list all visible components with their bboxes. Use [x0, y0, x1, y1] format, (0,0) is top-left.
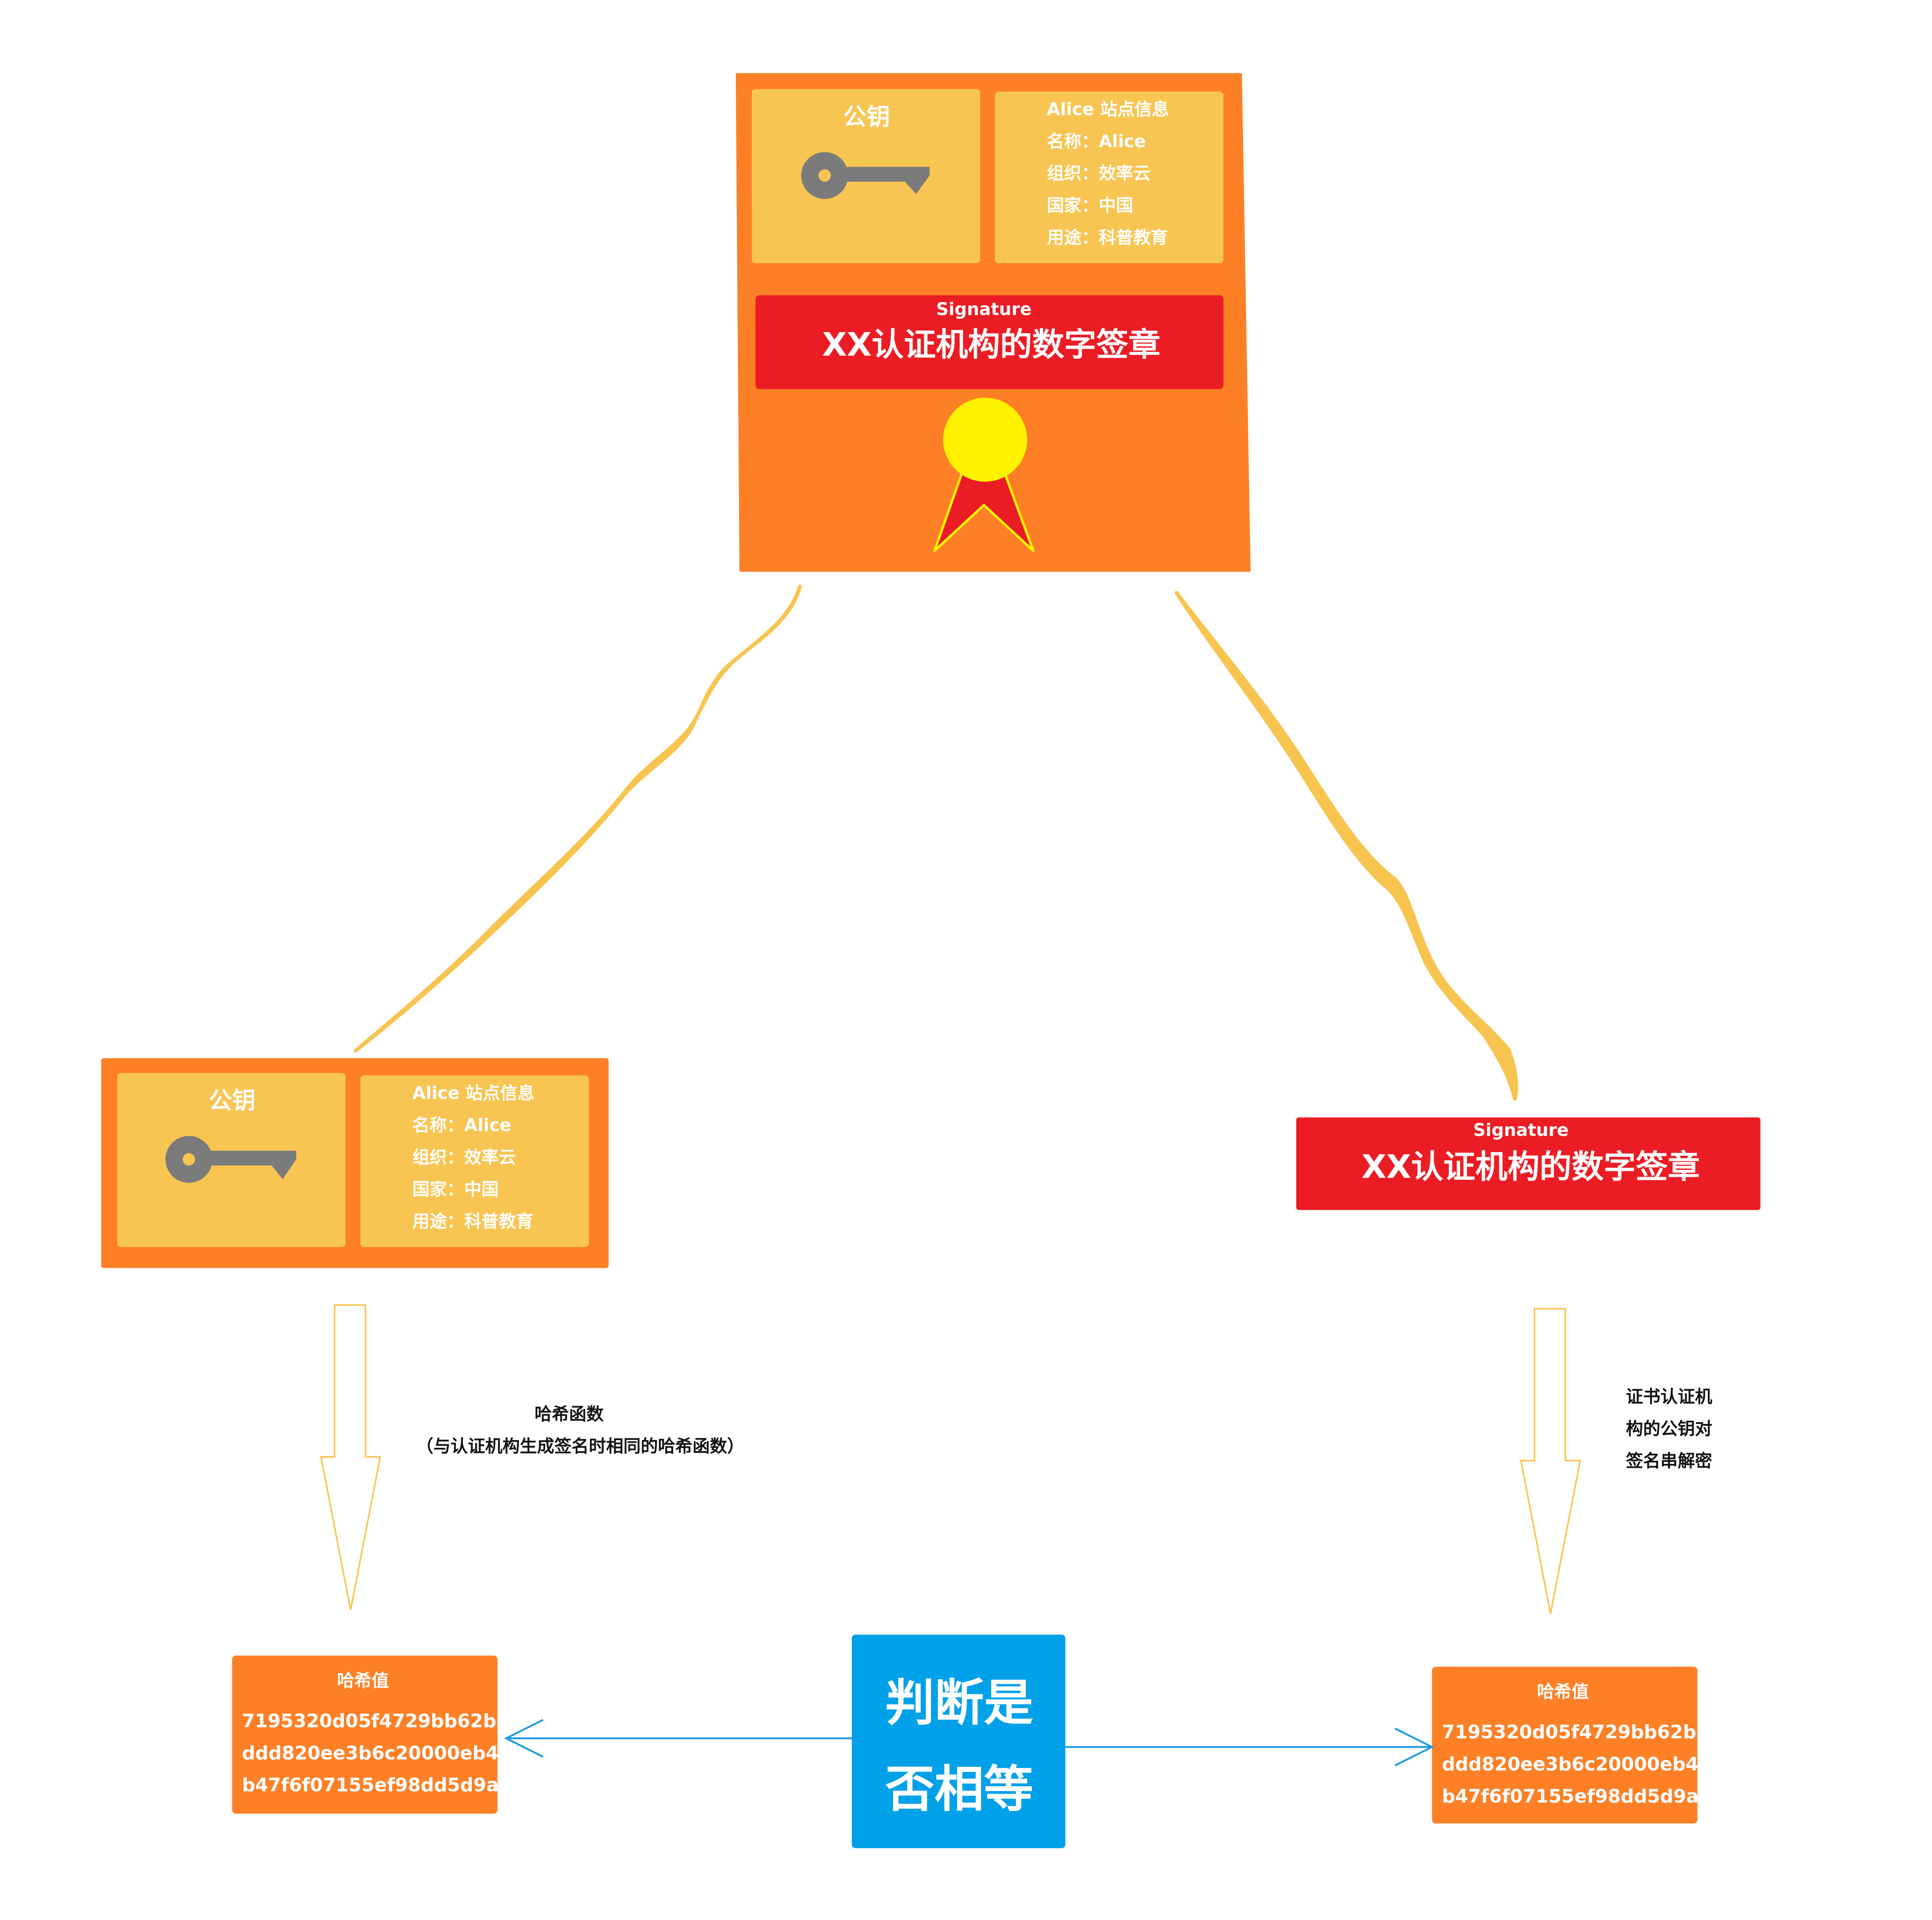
left-info-card: 公钥 Alice 站点信息 名称：Alice 组织：效率云 国家：中国 用途：科…	[101, 1058, 609, 1268]
site-info-org: 组织：效率云	[1047, 163, 1151, 183]
left-site-info-purpose: 用途：科普教育	[412, 1211, 533, 1232]
signature-banner: Signature XX认证机构的数字签章	[755, 295, 1224, 389]
key-icon	[801, 152, 930, 199]
decrypt-label-line-1: 证书认证机	[1626, 1387, 1712, 1407]
right-hash-line-3: b47f6f07155ef98dd5d9a	[1442, 1786, 1699, 1807]
left-key-icon	[165, 1135, 297, 1183]
right-hash-box: 哈希值 7195320d05f4729bb62b6f ddd820ee3b6c2…	[1432, 1666, 1718, 1824]
right-branch-stroke	[1174, 591, 1518, 1101]
signature-text: XX认证机构的数字签章	[822, 326, 1160, 363]
hash-function-note: （与认证机构生成签名时相同的哈希函数）	[416, 1436, 745, 1456]
site-info-title: Alice 站点信息	[1047, 99, 1169, 119]
hash-function-label: 哈希函数	[534, 1404, 604, 1424]
certificate: 公钥 Alice 站点信息 名称：Alice 组织：效率云 国家：中国 用途：科…	[736, 73, 1251, 572]
left-down-arrow	[320, 1304, 381, 1610]
site-info-name: 名称：Alice	[1047, 131, 1146, 151]
signature-banner-bg	[755, 295, 1224, 389]
signature-caption: Signature	[936, 299, 1031, 319]
left-site-info-country: 国家：中国	[412, 1179, 499, 1199]
site-info-purpose: 用途：科普教育	[1047, 227, 1168, 248]
compare-line-1: 判断是	[885, 1674, 1033, 1732]
public-key-title: 公钥	[843, 104, 890, 131]
compare-box: 判断是 否相等	[852, 1635, 1066, 1849]
right-hash-title: 哈希值	[1537, 1681, 1589, 1702]
left-hash-line-3: b47f6f07155ef98dd5d9a	[242, 1775, 499, 1796]
left-branch-stroke	[354, 585, 802, 1053]
left-hash-box: 哈希值 7195320d05f4729bb62b6f ddd820ee3b6c2…	[232, 1655, 518, 1814]
right-signature-caption: Signature	[1473, 1120, 1569, 1140]
left-hash-title: 哈希值	[337, 1670, 389, 1691]
left-hash-line-2: ddd820ee3b6c20000eb4b	[242, 1743, 512, 1764]
decrypt-label-line-2: 构的公钥对	[1626, 1418, 1712, 1439]
compare-right-arrow	[1065, 1727, 1434, 1766]
site-info-panel: Alice 站点信息 名称：Alice 组织：效率云 国家：中国 用途：科普教育	[995, 91, 1224, 263]
left-site-info-panel-bg	[360, 1075, 589, 1247]
left-hash-box-bg	[232, 1655, 498, 1814]
right-hash-box-bg	[1432, 1666, 1698, 1824]
right-signature-text: XX认证机构的数字签章	[1361, 1148, 1700, 1186]
left-public-key-title: 公钥	[208, 1087, 255, 1115]
decrypt-label-line-3: 签名串解密	[1626, 1451, 1712, 1471]
right-hash-line-1: 7195320d05f4729bb62b6f	[1442, 1722, 1718, 1743]
compare-box-bg	[852, 1635, 1066, 1849]
right-signature-banner-bg	[1296, 1117, 1761, 1210]
left-public-key-panel: 公钥	[117, 1073, 346, 1247]
site-info-country: 国家：中国	[1047, 195, 1133, 216]
left-hash-line-1: 7195320d05f4729bb62b6f	[242, 1711, 518, 1732]
left-site-info-title: Alice 站点信息	[412, 1083, 534, 1103]
left-site-info-panel: Alice 站点信息 名称：Alice 组织：效率云 国家：中国 用途：科普教育	[360, 1075, 589, 1247]
site-info-panel-bg	[995, 91, 1224, 263]
right-signature-banner: Signature XX认证机构的数字签章	[1296, 1117, 1761, 1210]
medal-icon	[933, 397, 1035, 552]
right-down-arrow	[1520, 1308, 1581, 1614]
right-hash-line-2: ddd820ee3b6c20000eb4b	[1442, 1754, 1712, 1775]
left-site-info-org: 组织：效率云	[412, 1147, 516, 1167]
compare-left-arrow	[504, 1719, 852, 1758]
public-key-panel: 公钥	[752, 89, 980, 263]
compare-line-2: 否相等	[885, 1761, 1033, 1818]
left-site-info-name: 名称：Alice	[412, 1115, 511, 1135]
